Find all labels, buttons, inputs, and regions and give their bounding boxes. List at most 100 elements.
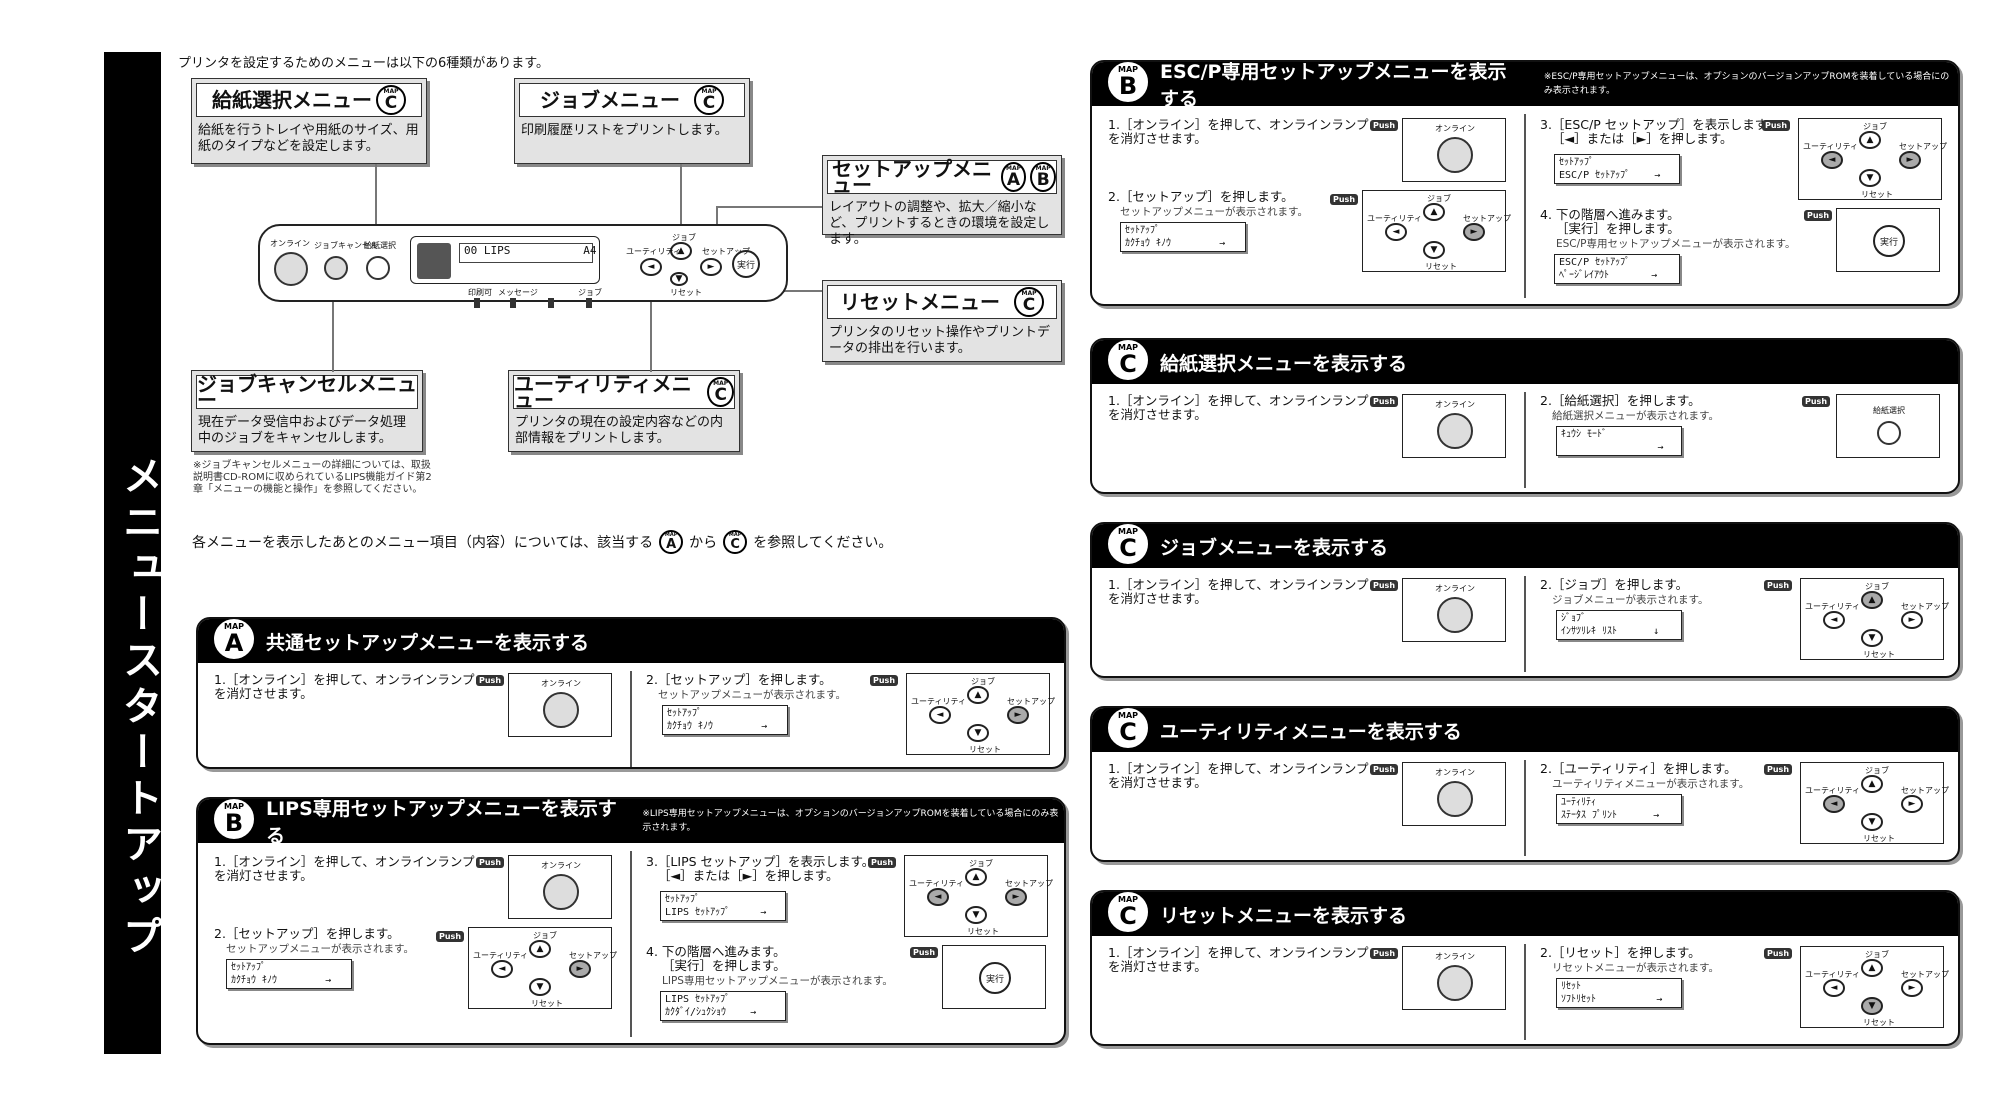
setup-button[interactable]: ► xyxy=(1007,706,1029,724)
online-control: オンライン xyxy=(508,855,612,919)
step-4-sub: LIPS専用セットアップメニューが表示されます。 xyxy=(662,975,893,987)
utility-button[interactable]: ◄ xyxy=(927,888,949,906)
paper-select-button[interactable] xyxy=(366,256,390,280)
utility-button[interactable]: ◄ xyxy=(640,258,662,276)
setup-button[interactable]: ► xyxy=(1005,888,1027,906)
utility-button[interactable]: ◄ xyxy=(491,960,513,978)
utility-button[interactable]: ◄ xyxy=(1823,979,1845,997)
utility-button[interactable]: ◄ xyxy=(1823,795,1845,813)
setup-button[interactable]: ► xyxy=(700,258,722,276)
setup-button[interactable]: ► xyxy=(1463,223,1485,241)
reset-button[interactable]: ▼ xyxy=(1861,997,1883,1015)
section-c-utility-title: ユーティリティメニューを表示する xyxy=(1160,720,1462,743)
setup-button[interactable]: ► xyxy=(1899,151,1921,169)
paper-select-button[interactable] xyxy=(1877,421,1901,445)
online-button[interactable] xyxy=(543,692,579,728)
jobcancel-button[interactable] xyxy=(324,256,348,280)
online-button[interactable] xyxy=(1437,137,1473,173)
utility-button[interactable]: ◄ xyxy=(1821,151,1843,169)
job-button[interactable]: ▲ xyxy=(670,242,692,260)
step-1: 1.［オンライン］を押して、オンラインランプを消灯させます。 xyxy=(214,854,475,883)
push-label: Push xyxy=(1370,764,1399,775)
push-label: Push xyxy=(870,675,899,686)
panel-message-label: メッセージ xyxy=(498,288,538,297)
utility-button[interactable]: ◄ xyxy=(1823,611,1845,629)
push-label: Push xyxy=(436,931,465,942)
section-b-lips-title: LIPS専用セットアップメニューを表示する xyxy=(266,798,617,847)
online-button[interactable] xyxy=(1437,965,1473,1001)
exec-button[interactable]: 実行 xyxy=(979,962,1011,994)
connector-line xyxy=(680,164,682,240)
utility-button[interactable]: ◄ xyxy=(929,706,951,724)
section-a-title: 共通セットアップメニューを表示する xyxy=(266,631,590,654)
online-button[interactable] xyxy=(1437,413,1473,449)
utility-button[interactable]: ◄ xyxy=(1385,223,1407,241)
lcd-display: ｾｯﾄｱｯﾌﾟｶｸﾁｮｳ ｷﾉｳ → xyxy=(1120,222,1246,252)
push-label: Push xyxy=(1764,948,1793,959)
menu-reset-desc: プリンタのリセット操作やプリントデータの排出を行います。 xyxy=(829,325,1051,356)
panel-reset-label: リセット xyxy=(670,288,702,297)
nav-control: ジョブ▲ ユーティリティ◄ セットアップ► ▼リセット xyxy=(1798,118,1947,200)
printer-control-panel: オンライン ジョブキャンセル 給紙選択 00 LIPS A4 印刷可 メッセージ… xyxy=(258,224,788,308)
lcd-display: ﾕｰﾃｨﾘﾃｨｽﾃｰﾀｽ ﾌﾟﾘﾝﾄ → xyxy=(1556,794,1682,824)
step-1: 1.［オンライン］を押して、オンラインランプを消灯させます。 xyxy=(1108,945,1369,974)
reset-button[interactable]: ▼ xyxy=(1423,241,1445,259)
reset-button[interactable]: ▼ xyxy=(1861,629,1883,647)
job-button[interactable]: ▲ xyxy=(1861,591,1883,609)
setup-button[interactable]: ► xyxy=(1901,795,1923,813)
push-label: Push xyxy=(476,675,505,686)
nav-control: ジョブ▲ ユーティリティ◄ セットアップ► ▼リセット xyxy=(1800,762,1949,844)
step-2: 2.［セットアップ］を押します。 xyxy=(1108,189,1294,204)
job-button[interactable]: ▲ xyxy=(529,940,551,958)
reset-button[interactable]: ▼ xyxy=(1861,813,1883,831)
nav-control: ジョブ▲ ユーティリティ◄ セットアップ► ▼リセット xyxy=(904,855,1053,937)
online-button[interactable] xyxy=(1437,597,1473,633)
step-1: 1.［オンライン］を押して、オンラインランプを消灯させます。 xyxy=(214,672,475,701)
nav-control: ジョブ▲ ユーティリティ◄ セットアップ► ▼リセット xyxy=(1800,946,1949,1028)
online-control: オンライン xyxy=(1402,762,1506,826)
reset-button[interactable]: ▼ xyxy=(967,724,989,742)
setup-button[interactable]: ► xyxy=(1901,611,1923,629)
reset-button[interactable]: ▼ xyxy=(529,978,551,996)
job-button[interactable]: ▲ xyxy=(1861,775,1883,793)
intro-text: プリンタを設定するためのメニューは以下の6種類があります。 xyxy=(178,56,549,71)
job-button[interactable]: ▲ xyxy=(1423,203,1445,221)
push-label: Push xyxy=(1802,396,1831,407)
exec-button[interactable]: 実行 xyxy=(732,250,760,278)
menu-jobcancel-desc: 現在データ受信中およびデータ処理中のジョブをキャンセルします。 xyxy=(198,415,407,446)
push-label: Push xyxy=(910,947,939,958)
lcd-display: ｷｭｳｼ ﾓｰﾄﾞ → xyxy=(1556,426,1682,456)
job-button[interactable]: ▲ xyxy=(965,868,987,886)
section-b-escp-title: ESC/P専用セットアップメニューを表示する xyxy=(1160,61,1507,110)
reset-button[interactable]: ▼ xyxy=(1859,169,1881,187)
job-button[interactable]: ▲ xyxy=(1859,131,1881,149)
lcd-display: ｼﾞｮﾌﾞｲﾝｻﾂﾘﾚｷ ﾘｽﾄ ↓ xyxy=(1556,610,1682,640)
step-1: 1.［オンライン］を押して、オンラインランプを消灯させます。 xyxy=(1108,117,1369,146)
setup-button[interactable]: ► xyxy=(569,960,591,978)
panel-lcd: 00 LIPS A4 xyxy=(410,236,600,284)
lcd-display: ｾｯﾄｱｯﾌﾟｶｸﾁｮｳ ｷﾉｳ → xyxy=(662,705,788,735)
online-button[interactable] xyxy=(274,252,308,286)
online-control: オンライン xyxy=(1402,946,1506,1010)
step-4b: ［実行］を押します。 xyxy=(662,958,786,973)
reset-button[interactable]: ▼ xyxy=(670,272,688,286)
step-2-sub: 給紙選択メニューが表示されます。 xyxy=(1552,410,1719,422)
menu-utility-desc: プリンタの現在の設定内容などの内部情報をプリントします。 xyxy=(515,415,724,446)
exec-button[interactable]: 実行 xyxy=(1873,225,1905,257)
online-button[interactable] xyxy=(1437,781,1473,817)
online-button[interactable] xyxy=(543,874,579,910)
reset-button[interactable]: ▼ xyxy=(965,906,987,924)
job-button[interactable]: ▲ xyxy=(1861,959,1883,977)
setup-button[interactable]: ► xyxy=(1901,979,1923,997)
job-button[interactable]: ▲ xyxy=(967,686,989,704)
